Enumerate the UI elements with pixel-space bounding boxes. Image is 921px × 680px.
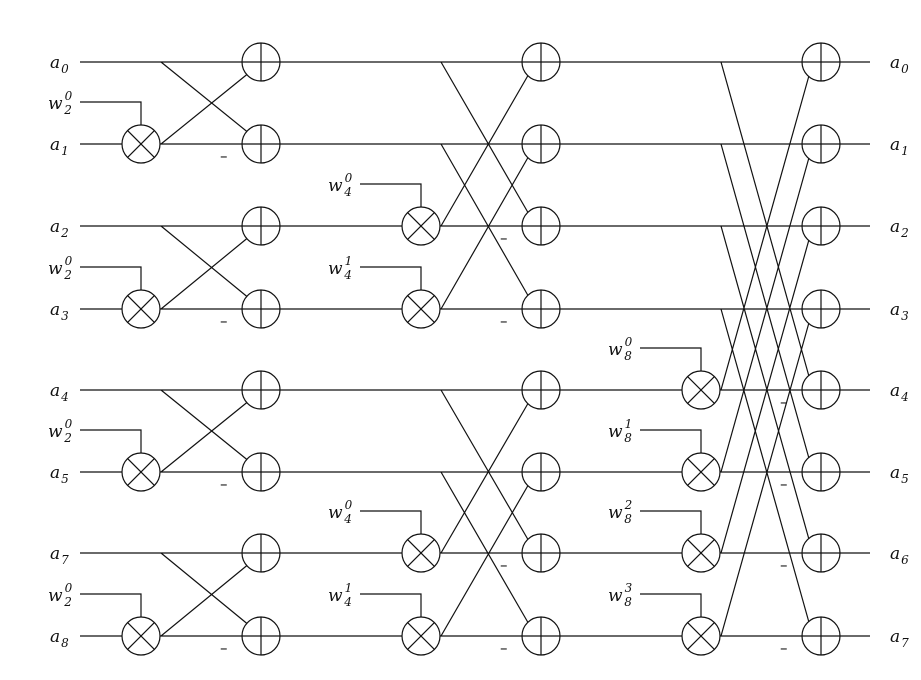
stage-1-cross-down-1 bbox=[160, 225, 251, 300]
stage-1-multiplier-x-b-1 bbox=[127, 295, 155, 323]
stage-3-cross-up-0 bbox=[720, 71, 811, 391]
input-label-6: a7 bbox=[50, 544, 69, 567]
stage-2-twiddle-feed-0 bbox=[360, 183, 422, 207]
stage-2-cross-down-1 bbox=[440, 143, 531, 300]
stage-3-multiplier-x-b-1 bbox=[687, 458, 715, 486]
input-label-2: a2 bbox=[50, 217, 69, 240]
stage-2-minus-sign-2: – bbox=[500, 556, 508, 574]
stage-1-multiplier-x-b-0 bbox=[127, 130, 155, 158]
stage-2-minus-sign-0: – bbox=[500, 229, 508, 247]
stage-2-twiddle-feed-1 bbox=[360, 266, 422, 290]
stage-2-cross-up-3 bbox=[440, 481, 531, 637]
stage-1-cross-up-1 bbox=[160, 235, 251, 310]
stage-2-cross-up-1 bbox=[440, 153, 531, 310]
stage-3-multiplier-x-b-3 bbox=[687, 622, 715, 650]
output-label-4: a4 bbox=[890, 381, 909, 404]
stage-2-cross-up-2 bbox=[440, 399, 531, 554]
input-label-3: a3 bbox=[50, 300, 69, 323]
stage-3-cross-up-1 bbox=[720, 153, 811, 473]
stage-1-cross-up-3 bbox=[160, 562, 251, 637]
stage-3-multiplier-x-b-0 bbox=[687, 376, 715, 404]
stage-3-cross-down-1 bbox=[720, 143, 811, 463]
output-label-7: a7 bbox=[890, 627, 909, 650]
stage-3-twiddle-feed-2 bbox=[640, 510, 702, 534]
stage-1-twiddle-feed-0 bbox=[80, 101, 142, 125]
stage-1-cross-down-2 bbox=[160, 389, 251, 463]
stage-1-cross-down-0 bbox=[160, 61, 251, 135]
stage-1-minus-sign-3: – bbox=[220, 639, 228, 657]
stage-2-twiddle-feed-2 bbox=[360, 510, 422, 534]
stage-3-twiddle-feed-3 bbox=[640, 593, 702, 617]
stage-3-minus-sign-2: – bbox=[780, 556, 788, 574]
stage-3-twiddle-feed-1 bbox=[640, 429, 702, 453]
output-label-5: a5 bbox=[890, 463, 909, 486]
stage-3-minus-sign-3: – bbox=[780, 639, 788, 657]
input-label-1: a1 bbox=[50, 135, 69, 158]
stage-3-cross-down-2 bbox=[720, 225, 811, 544]
stage-1-twiddle-feed-1 bbox=[80, 266, 142, 290]
input-label-7: a8 bbox=[50, 627, 69, 650]
stage-2-cross-up-0 bbox=[440, 71, 531, 227]
output-label-6: a6 bbox=[890, 544, 909, 567]
stage-1-twiddle-feed-3 bbox=[80, 593, 142, 617]
stage-2-cross-down-0 bbox=[440, 61, 531, 217]
stage-3-cross-down-3 bbox=[720, 308, 811, 627]
stage-2-twiddle-feed-3 bbox=[360, 593, 422, 617]
stage-1-cross-up-2 bbox=[160, 399, 251, 473]
stage-2-minus-sign-3: – bbox=[500, 639, 508, 657]
stage-3-minus-sign-0: – bbox=[780, 393, 788, 411]
stage-1-multiplier-x-b-3 bbox=[127, 622, 155, 650]
stage-1-cross-down-3 bbox=[160, 552, 251, 627]
input-label-0: a0 bbox=[50, 53, 69, 76]
stage-2-cross-down-2 bbox=[440, 389, 531, 544]
stage-2-multiplier-x-b-3 bbox=[407, 622, 435, 650]
stage-3-cross-up-2 bbox=[720, 235, 811, 554]
output-label-3: a3 bbox=[890, 300, 909, 323]
stage-1-minus-sign-2: – bbox=[220, 475, 228, 493]
stage-2-minus-sign-1: – bbox=[500, 312, 508, 330]
stage-2-multiplier-x-b-1 bbox=[407, 295, 435, 323]
stage-1-multiplier-x-b-2 bbox=[127, 458, 155, 486]
stage-1-minus-sign-1: – bbox=[220, 312, 228, 330]
output-label-0: a0 bbox=[890, 53, 909, 76]
stage-2-multiplier-x-b-0 bbox=[407, 212, 435, 240]
stage-3-cross-down-0 bbox=[720, 61, 811, 381]
stage-1-minus-sign-0: – bbox=[220, 147, 228, 165]
input-label-5: a5 bbox=[50, 463, 69, 486]
stage-3-cross-up-3 bbox=[720, 318, 811, 637]
output-label-2: a2 bbox=[890, 217, 909, 240]
stage-3-twiddle-feed-0 bbox=[640, 347, 702, 371]
stage-2-cross-down-3 bbox=[440, 471, 531, 627]
stage-3-minus-sign-1: – bbox=[780, 475, 788, 493]
input-label-4: a4 bbox=[50, 381, 69, 404]
output-label-1: a1 bbox=[890, 135, 909, 158]
stage-1-cross-up-0 bbox=[160, 71, 251, 145]
stage-3-multiplier-x-b-2 bbox=[687, 539, 715, 567]
stage-2-multiplier-x-b-2 bbox=[407, 539, 435, 567]
stage-1-twiddle-feed-2 bbox=[80, 429, 142, 453]
